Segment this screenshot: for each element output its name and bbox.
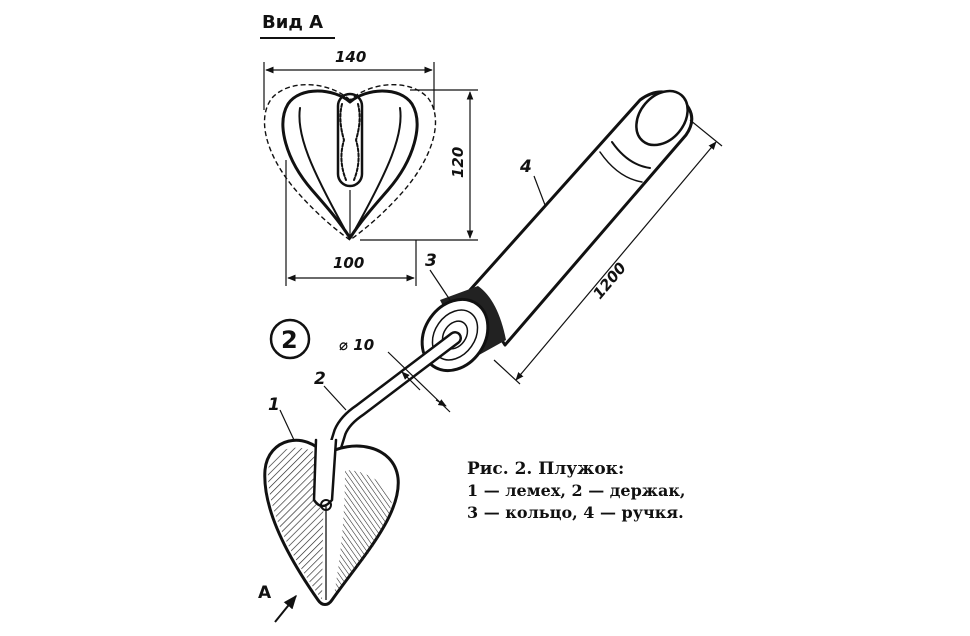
caption-title: Рис. 2. Плужок:	[467, 459, 625, 479]
leader-1	[279, 409, 295, 441]
part-label-4: 4	[519, 157, 532, 177]
view-arrow-label: А	[258, 583, 272, 603]
dim-1200-ext-bottom	[493, 359, 521, 385]
caption-line-2: 3 — кольцо, 4 — ручкя.	[467, 503, 684, 522]
figure-caption: Рис. 2. Плужок: 1 — лемех, 2 — держак, 3…	[467, 458, 767, 524]
part-label-2: 2	[314, 369, 326, 389]
weld-seam	[339, 103, 361, 181]
dim-diameter-arrow-1	[401, 371, 421, 391]
leader-4	[533, 175, 546, 206]
plow-tool: ⌀ 10 1200 4 3 2 1 А	[258, 89, 723, 623]
handle-groove	[611, 141, 651, 169]
holder-rod-fill	[317, 333, 460, 495]
dim-140-label: 140	[335, 48, 366, 66]
handle-end-cap	[635, 89, 689, 147]
share-outline-dashed	[263, 84, 437, 241]
part-label-1: 1	[268, 395, 280, 415]
handle-groove-2	[599, 151, 643, 183]
dim-1200-line	[515, 141, 717, 381]
view-arrow	[274, 594, 297, 623]
dim-1200-ext-top	[689, 119, 723, 147]
share-shading-right	[334, 470, 392, 595]
weld-point	[320, 499, 332, 511]
leader-3	[429, 269, 451, 301]
share-inner-curve-left	[298, 107, 345, 229]
rod-weld	[312, 438, 338, 508]
leader-2	[323, 385, 347, 411]
dim-100-label: 100	[333, 254, 364, 272]
view-title: Вид А	[262, 12, 323, 33]
figure-number-badge: 2	[269, 318, 311, 360]
view-a: Вид А 140 120 100	[260, 12, 478, 286]
part-label-3: 3	[425, 251, 437, 271]
share-shading-left	[267, 447, 324, 600]
figure-number: 2	[281, 326, 298, 354]
share-inner-curve-right	[355, 107, 402, 229]
dim-120-label: 120	[449, 147, 467, 178]
dim-diameter-label: ⌀ 10	[339, 336, 374, 354]
dim-1200-label: 1200	[589, 259, 630, 303]
holder-slot	[336, 92, 364, 188]
dim-diameter-arrow-2	[435, 399, 447, 407]
caption-line-1: 1 — лемех, 2 — держак,	[467, 481, 686, 500]
